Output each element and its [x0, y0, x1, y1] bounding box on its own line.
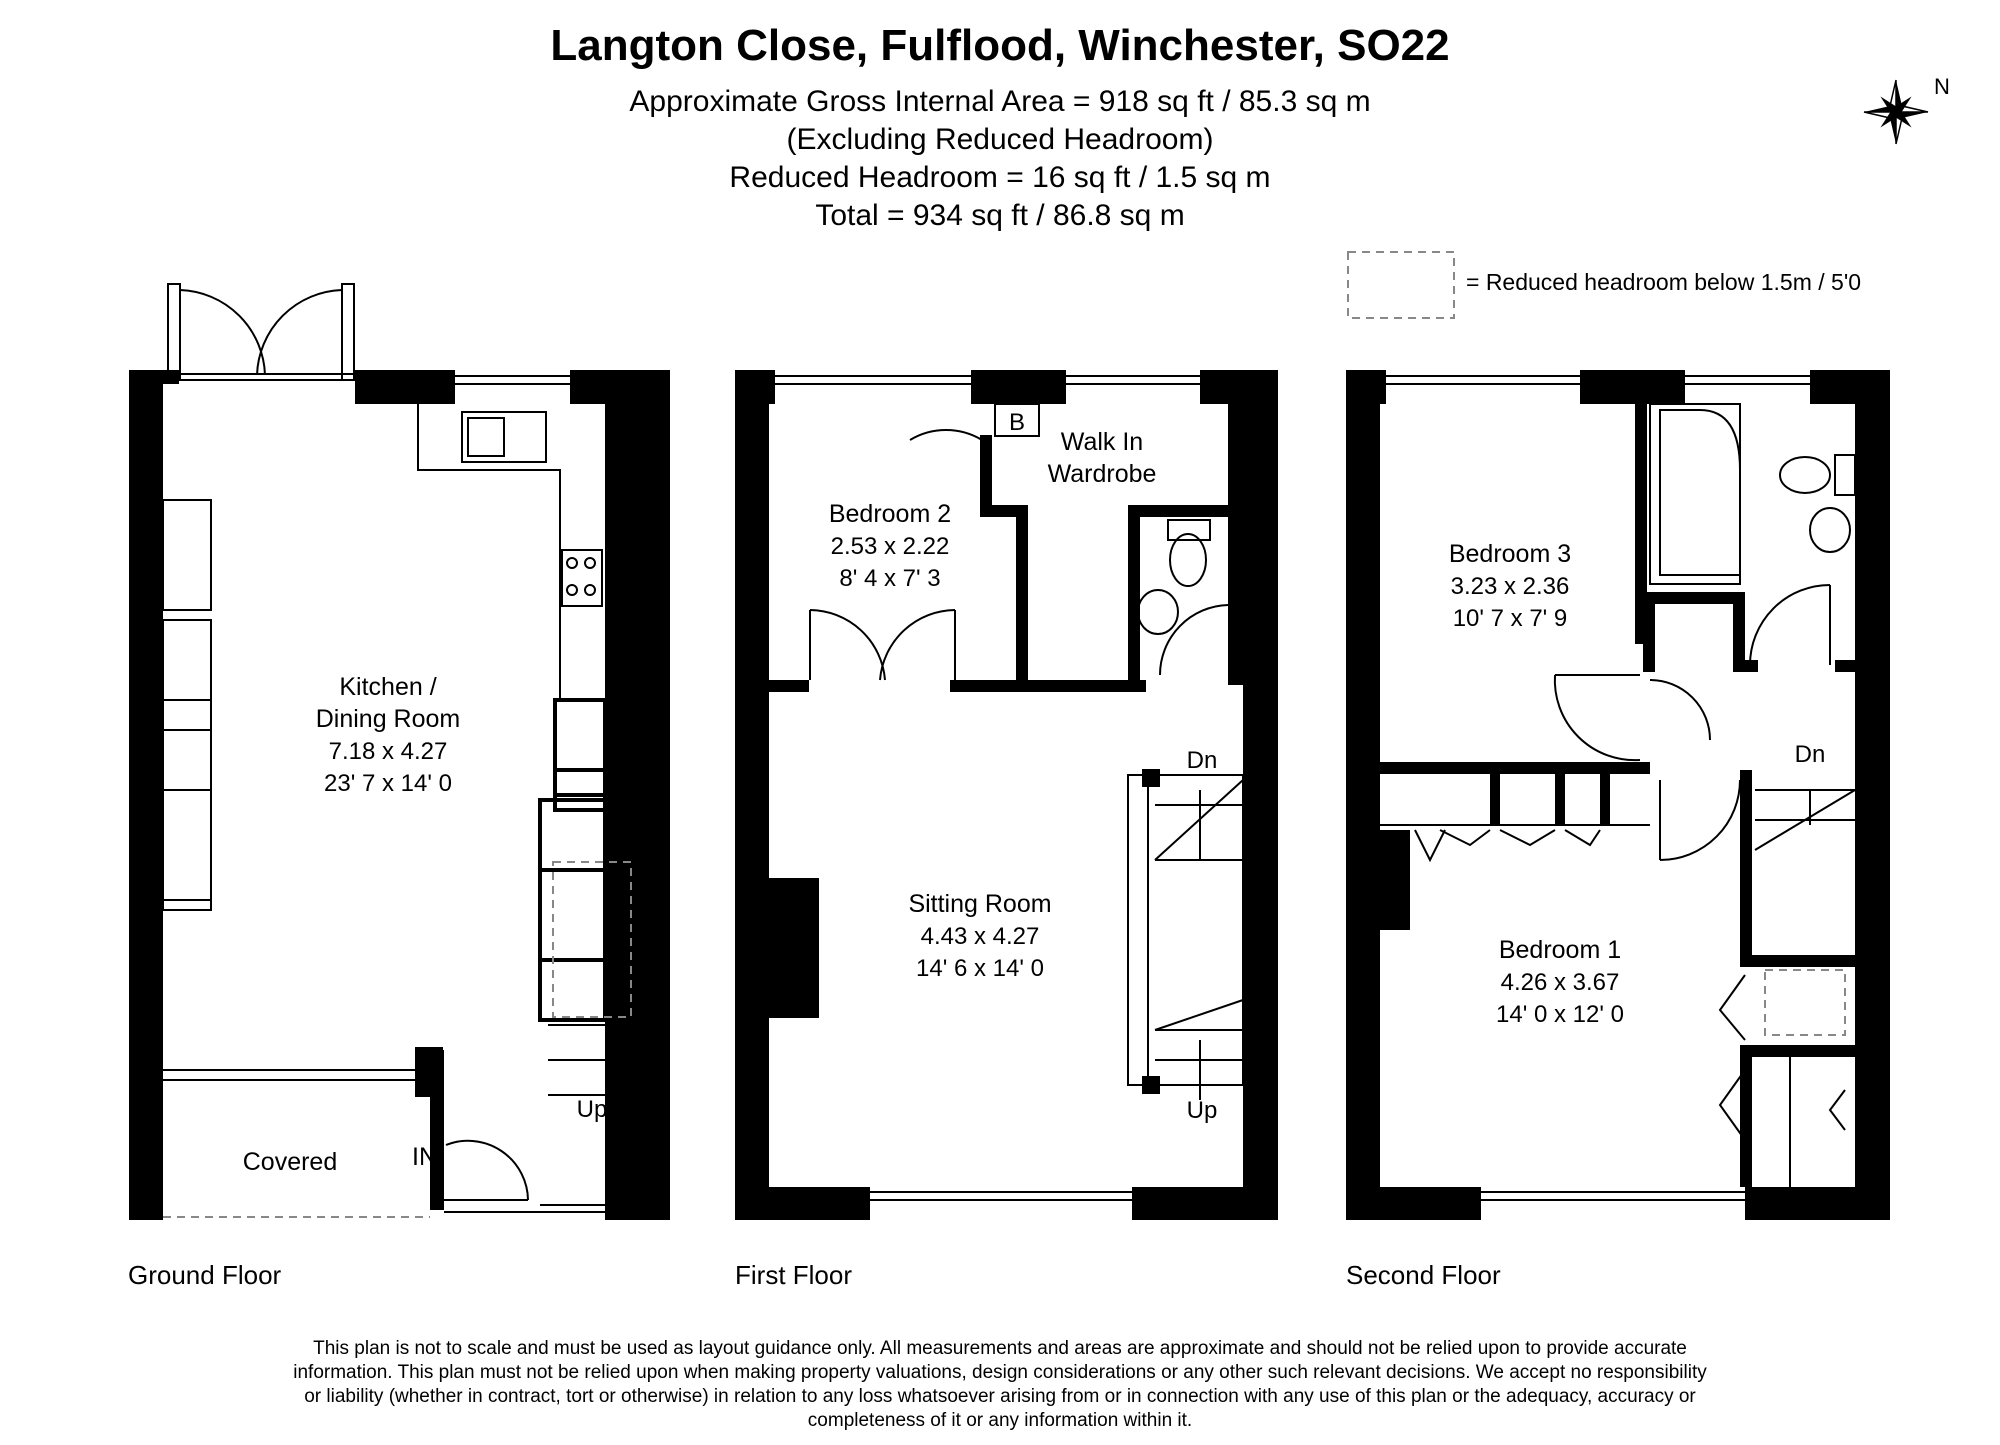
kitchen-metric: 7.18 x 4.27: [329, 738, 448, 765]
reduced-headroom-line: Reduced Headroom = 16 sq ft / 1.5 sq m: [729, 161, 1271, 194]
bedroom2-label: Bedroom 2: [829, 500, 951, 528]
excluding-line: (Excluding Reduced Headroom): [786, 123, 1214, 156]
kitchen-label-line1: Kitchen /: [339, 673, 436, 701]
ground-floor-label: Ground Floor: [128, 1260, 282, 1290]
kitchen-label-line2: Dining Room: [316, 705, 461, 733]
ground-stairs-up-label: Up: [577, 1096, 608, 1123]
second-stairs-down-label: Dn: [1795, 741, 1826, 768]
bedroom1-label: Bedroom 1: [1499, 936, 1621, 964]
sitting-room-metric: 4.43 x 4.27: [921, 923, 1040, 950]
second-floor-plan: [1346, 370, 1890, 1220]
page-title: Langton Close, Fulflood, Winchester, SO2…: [550, 21, 1450, 70]
bedroom3-label: Bedroom 3: [1449, 540, 1571, 568]
kitchen-imperial: 23' 7 x 14' 0: [324, 770, 452, 797]
entrance-label: IN: [412, 1143, 437, 1171]
legend-text: = Reduced headroom below 1.5m / 5'0: [1466, 269, 1861, 295]
covered-label: Covered: [243, 1148, 338, 1176]
bedroom3-imperial: 10' 7 x 7' 9: [1453, 605, 1568, 632]
total-area-line: Total = 934 sq ft / 86.8 sq m: [815, 199, 1185, 232]
first-floor-plan: [735, 370, 1278, 1220]
gross-area-line: Approximate Gross Internal Area = 918 sq…: [629, 85, 1371, 118]
wardrobe-label-line2: Wardrobe: [1048, 460, 1157, 488]
bedroom3-metric: 3.23 x 2.36: [1451, 573, 1570, 600]
sitting-room-imperial: 14' 6 x 14' 0: [916, 955, 1044, 982]
compass-north-label: N: [1934, 74, 1950, 99]
reduced-headroom-legend-swatch: [1347, 251, 1455, 319]
ground-floor-plan: [129, 283, 670, 1220]
sitting-room-label: Sitting Room: [908, 890, 1051, 918]
compass-icon: N: [1863, 74, 1950, 145]
boiler-label: B: [1009, 409, 1025, 436]
bedroom2-metric: 2.53 x 2.22: [831, 533, 950, 560]
bedroom1-metric: 4.26 x 3.67: [1501, 969, 1620, 996]
wardrobe-label-line1: Walk In: [1061, 428, 1143, 456]
second-floor-label: Second Floor: [1346, 1260, 1501, 1290]
first-stairs-down-label: Dn: [1187, 747, 1218, 774]
bedroom1-imperial: 14' 0 x 12' 0: [1496, 1001, 1624, 1028]
first-stairs-up-label: Up: [1187, 1097, 1218, 1124]
disclaimer-text: This plan is not to scale and must be us…: [293, 1338, 1707, 1431]
bedroom2-imperial: 8' 4 x 7' 3: [839, 565, 940, 592]
first-floor-label: First Floor: [735, 1260, 852, 1290]
